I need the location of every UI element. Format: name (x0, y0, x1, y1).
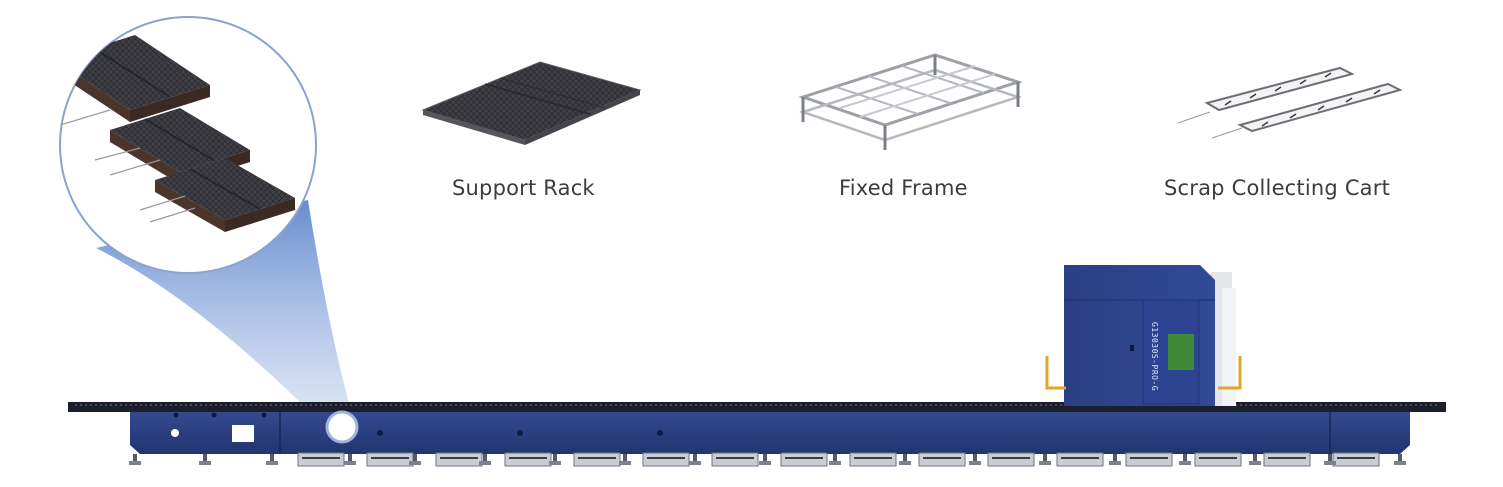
fixed-frame-icon (798, 53, 1023, 150)
bed-leg (344, 454, 356, 465)
bed-leg (899, 454, 911, 465)
zoom-callout (59, 16, 317, 274)
scrap-drawer (711, 452, 759, 467)
bed-leg (689, 454, 701, 465)
bed-leg (549, 454, 561, 465)
bed-leg (1109, 454, 1121, 465)
bed-leg (1324, 454, 1336, 465)
scrap-drawer (573, 452, 621, 467)
scrap-drawer (1263, 452, 1311, 467)
scrap-drawer (435, 452, 483, 467)
scrap-drawer (987, 452, 1035, 467)
scrap-drawers (297, 452, 1380, 467)
bed-leg (759, 454, 771, 465)
bed-leg (969, 454, 981, 465)
bed-leg (129, 454, 141, 465)
bed-leg (1039, 454, 1051, 465)
fixed-frame-label: Fixed Frame (839, 176, 968, 200)
bed-legs (129, 454, 1406, 465)
scrap-drawer (297, 452, 345, 467)
bed-leg (479, 454, 491, 465)
bed-leg (409, 454, 421, 465)
bed-leg (1179, 454, 1191, 465)
cutting-bed (68, 402, 1446, 454)
scrap-collecting-cart-label: Scrap Collecting Cart (1164, 176, 1391, 200)
scrap-drawer (849, 452, 897, 467)
rack-tray-bottom (155, 158, 295, 232)
bed-leg (619, 454, 631, 465)
bed-leg (1249, 454, 1261, 465)
laser-cabinet: G13030S-PRO-G (1045, 265, 1242, 406)
bed-leg (1394, 454, 1406, 465)
support-rack-label: Support Rack (452, 176, 595, 200)
scrap-drawer (918, 452, 966, 467)
scrap-drawer (642, 452, 690, 467)
scrap-drawer (366, 452, 414, 467)
scrap-drawer (1056, 452, 1104, 467)
scrap-drawer (780, 452, 828, 467)
bed-leg (829, 454, 841, 465)
side-brackets (1045, 356, 1242, 390)
bed-leg (266, 454, 278, 465)
scrap-drawer (1332, 452, 1380, 467)
support-rack-icon (421, 61, 642, 145)
scrap-collecting-cart-icon (1177, 66, 1403, 139)
scrap-drawer (504, 452, 552, 467)
scrap-drawer (1125, 452, 1173, 467)
machine-model-label: G13030S-PRO-G (1150, 322, 1159, 391)
scrap-drawer (1194, 452, 1242, 467)
bed-leg (199, 454, 211, 465)
